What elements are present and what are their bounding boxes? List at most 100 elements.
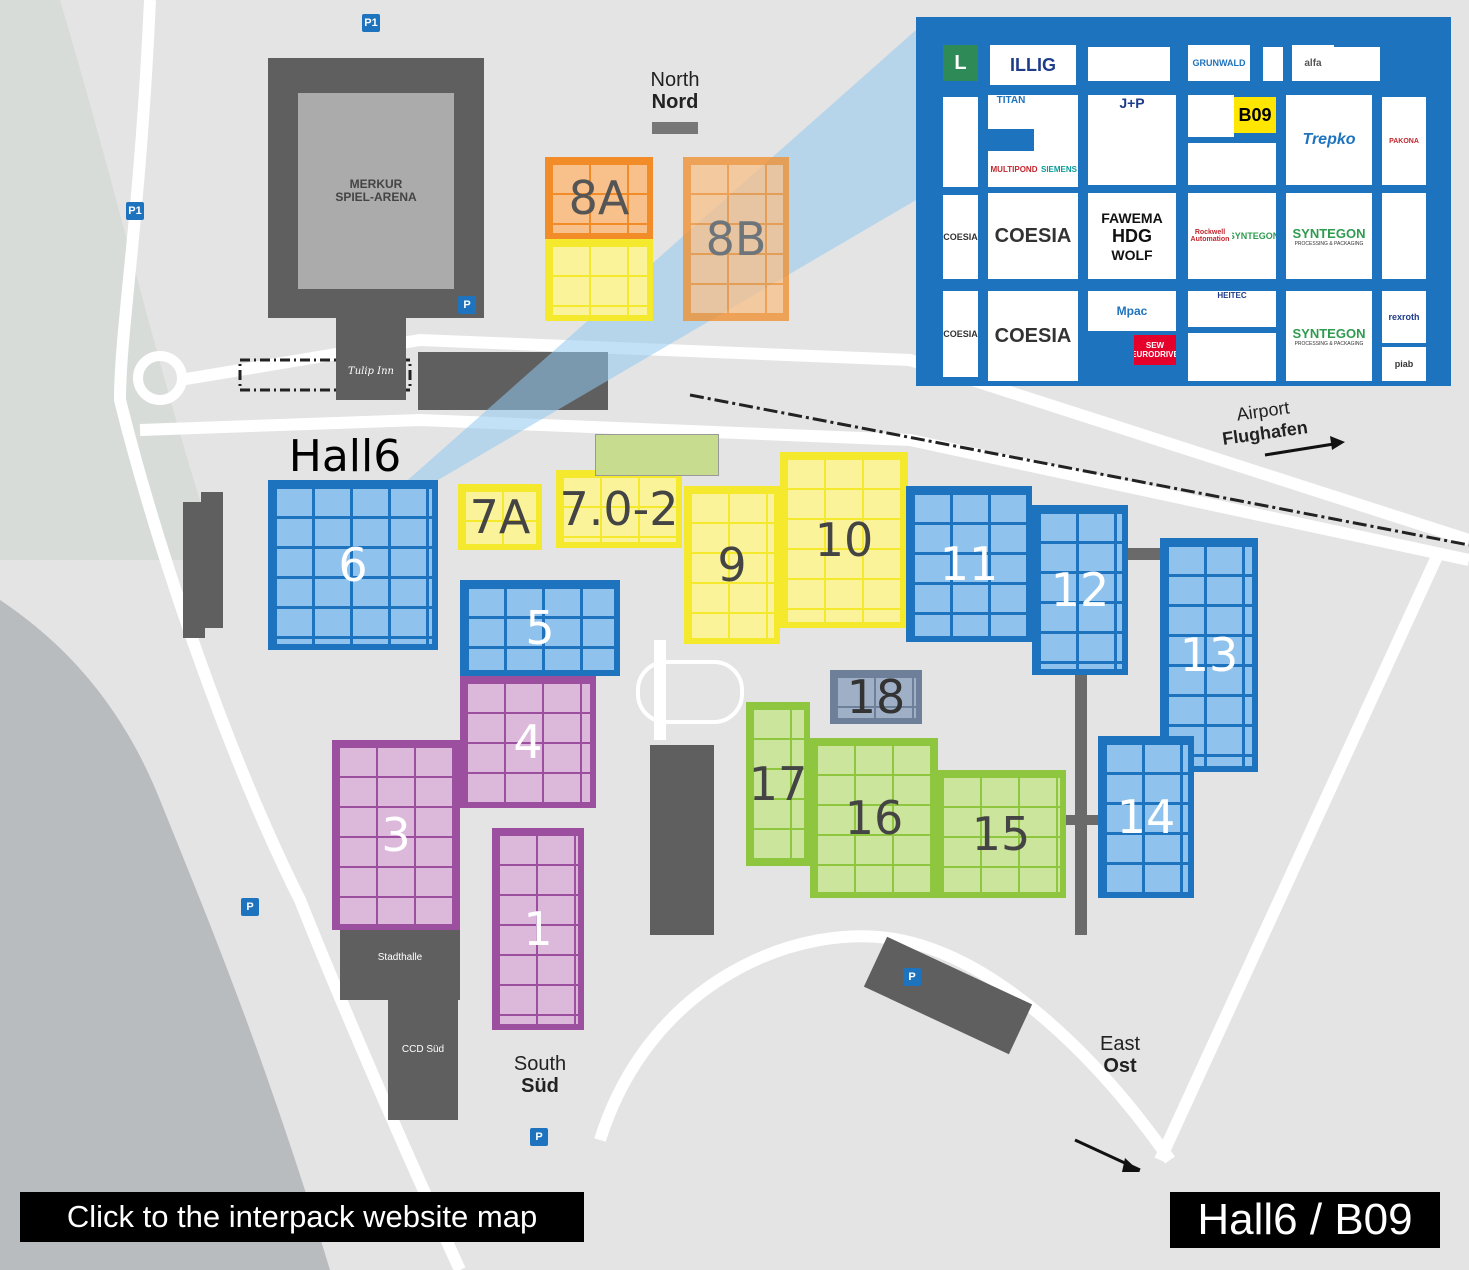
stand-syntegon-narrow[interactable]: SYNTEGON — [1232, 193, 1276, 279]
stadthalle-building — [340, 930, 460, 1000]
hall-14[interactable]: 14 — [1098, 736, 1194, 898]
stand-multipond[interactable]: MULTIPOND — [988, 151, 1040, 187]
stand-e-left[interactable] — [943, 97, 978, 187]
north-label-de: Nord — [651, 91, 699, 113]
hall-5[interactable]: 5 — [460, 580, 620, 676]
hall-3[interactable]: 3 — [332, 740, 460, 930]
hall-8a-lower[interactable] — [545, 239, 653, 321]
hall-16[interactable]: 16 — [810, 738, 938, 898]
hall-8b[interactable]: 8B — [683, 157, 789, 321]
hall-10[interactable]: 10 — [780, 452, 908, 628]
parking-arena[interactable]: P — [458, 296, 476, 314]
booth-b09[interactable]: B09 — [1234, 97, 1276, 133]
wolf-logo: WOLF — [1111, 246, 1153, 263]
hall-6-number: 6 — [338, 538, 368, 592]
stand-coesia-upper-narrow[interactable]: COESIA — [943, 195, 978, 279]
stand-titan[interactable]: TITAN — [988, 95, 1034, 129]
hall-18[interactable]: 18 — [830, 670, 922, 724]
hall-13[interactable]: 13 — [1160, 538, 1258, 772]
ccd-sued-label: CCD Süd — [401, 1044, 445, 1055]
hotel-building — [336, 318, 406, 400]
stand-siemens[interactable]: SIEMENS — [1040, 151, 1078, 187]
hall-9[interactable]: 9 — [684, 486, 780, 644]
parking-p1-left[interactable]: P1 — [126, 202, 144, 220]
stand-piab[interactable]: piab — [1382, 347, 1426, 381]
hall-7a[interactable]: 7A — [458, 484, 542, 550]
hall-4-number: 4 — [513, 715, 543, 769]
stand-d09[interactable] — [1034, 95, 1078, 151]
stand-illig[interactable]: ILLIG — [990, 45, 1076, 85]
stand-trepko[interactable]: Trepko — [1286, 95, 1372, 185]
stand-syntegon-lower[interactable]: SYNTEGON PROCESSING & PACKAGING — [1286, 291, 1372, 381]
stand-pakona[interactable]: PAKONA — [1382, 97, 1426, 185]
stand-d02[interactable] — [1088, 47, 1170, 81]
stand-rockwell[interactable]: Rockwell Automation — [1188, 193, 1232, 279]
connector-east-entrance — [1075, 675, 1087, 935]
hotel-label: Tulip Inn — [348, 366, 394, 377]
stand-syntegon-upper[interactable]: SYNTEGON PROCESSING & PACKAGING — [1286, 193, 1372, 279]
stand-coesia-lower-narrow[interactable]: COESIA — [943, 291, 978, 377]
hall6-inset-plan[interactable]: L ILLIG GRUNWALD alfa TITAN MULTIPOND SI… — [916, 17, 1451, 386]
hall-14-number: 14 — [1116, 790, 1176, 844]
stand-jp[interactable]: J+P — [1088, 95, 1176, 185]
hall-8a[interactable]: 8A — [545, 157, 653, 239]
hall-6[interactable]: 6 — [268, 480, 438, 650]
parking-west[interactable]: P — [241, 898, 259, 916]
hall-11-number: 11 — [939, 537, 999, 591]
hall-7a-number: 7A — [469, 490, 531, 544]
fawema-logo: FAWEMA — [1101, 209, 1163, 226]
hall-1-number: 1 — [523, 902, 553, 956]
stand-rexroth[interactable]: rexroth — [1382, 291, 1426, 343]
stand-fawema-hdg-wolf[interactable]: FAWEMA HDG WOLF — [1088, 193, 1176, 279]
stand-a01[interactable] — [1332, 47, 1380, 81]
syntegon-upper-sub: PROCESSING & PACKAGING — [1294, 240, 1364, 247]
hall-3-number: 3 — [381, 808, 411, 862]
connector-hall-12-13 — [1127, 548, 1163, 560]
parking-south[interactable]: P — [530, 1128, 548, 1146]
parking-east-deck[interactable]: P — [903, 968, 921, 986]
hall-11[interactable]: 11 — [906, 486, 1032, 642]
parking-deck-west-1 — [183, 502, 205, 638]
stand-coesia-lower[interactable]: COESIA — [988, 291, 1078, 381]
stand-mpac[interactable]: Mpac — [1088, 291, 1176, 331]
stand-lm[interactable]: L — [943, 45, 978, 81]
hall-9-number: 9 — [717, 538, 747, 592]
stand-coesia-upper[interactable]: COESIA — [988, 193, 1078, 279]
hall-13-number: 13 — [1179, 628, 1239, 682]
hall-1[interactable]: 1 — [492, 828, 584, 1030]
syntegon-lower-sub: PROCESSING & PACKAGING — [1294, 340, 1364, 347]
hall-5-number: 5 — [525, 601, 555, 655]
entrance-sued-building — [650, 745, 714, 935]
north-label-en: North — [650, 69, 700, 91]
parking-p1-top[interactable]: P1 — [362, 14, 380, 32]
stand-c10[interactable] — [1188, 95, 1234, 137]
hall-4[interactable]: 4 — [460, 676, 596, 808]
syntegon-lower-logo: SYNTEGON — [1292, 325, 1366, 341]
stand-b02[interactable] — [1263, 47, 1283, 81]
syntegon-upper-logo: SYNTEGON — [1292, 225, 1366, 241]
stand-c20[interactable] — [1188, 143, 1276, 185]
hall-12[interactable]: 12 — [1032, 505, 1128, 675]
hall-16-number: 16 — [844, 791, 904, 845]
hall-7-0-2-number: 7.0-2 — [559, 482, 679, 536]
stand-sew[interactable]: SEW EURODRIVE — [1134, 335, 1176, 365]
ccd-sued-building — [388, 1000, 458, 1120]
stand-alfa[interactable]: alfa — [1292, 45, 1334, 81]
hall-7-foyer — [595, 434, 719, 476]
hall6-title: Hall6 — [288, 431, 402, 482]
stand-b37[interactable] — [1188, 333, 1276, 381]
hall-15[interactable]: 15 — [936, 770, 1066, 898]
arena-roof — [298, 93, 454, 289]
hall-12-number: 12 — [1050, 563, 1110, 617]
stand-heitec[interactable]: HEITEC — [1188, 291, 1276, 327]
hall-7-0-2[interactable]: 7.0-2 — [556, 470, 682, 548]
stand-grunwald[interactable]: GRUNWALD — [1188, 45, 1250, 81]
hall-17[interactable]: 17 — [746, 702, 810, 866]
hall-8b-number: 8B — [705, 212, 767, 266]
stadthalle-label: Stadthalle — [377, 952, 423, 963]
interpack-map-link[interactable]: Click to the interpack website map — [20, 1192, 584, 1242]
stand-a30[interactable] — [1382, 193, 1426, 279]
hall-17-number: 17 — [748, 757, 808, 811]
east-label-de: Ost — [1103, 1055, 1137, 1077]
parking-deck-west-2 — [201, 492, 223, 628]
